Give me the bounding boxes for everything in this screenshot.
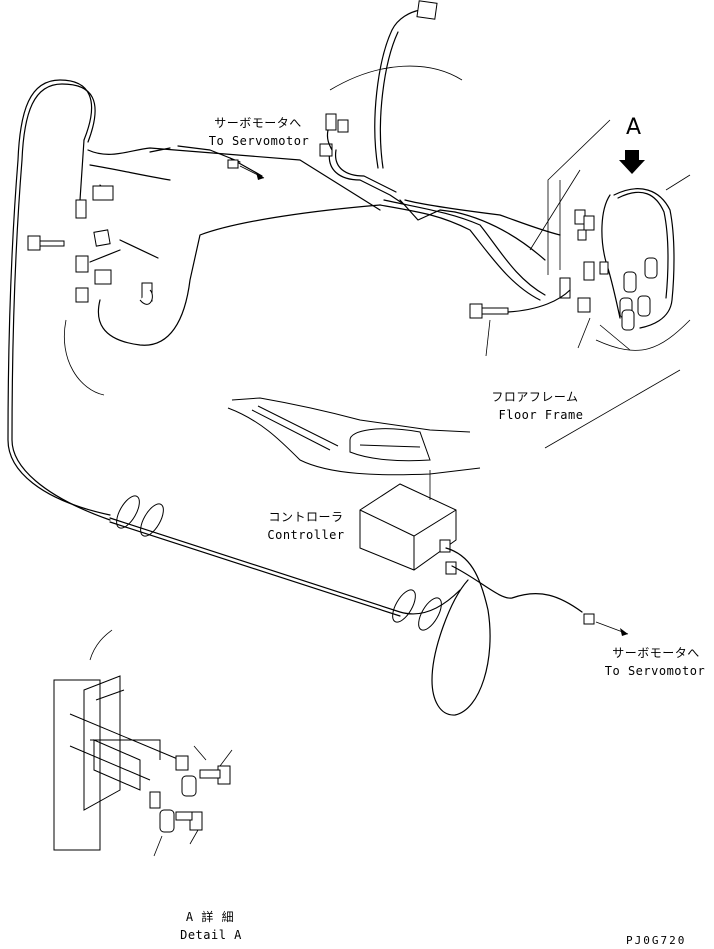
callout-a-arrow [619,150,645,174]
detail-a-title-jp: A 詳 細 [185,910,235,924]
left-bolts [27,235,153,305]
lower-harness [109,165,629,636]
detail-a-view [53,629,233,857]
floor-frame-label-en: Floor Frame [498,408,584,422]
left-bracket-cluster [64,164,381,396]
left-loop-harness [7,79,381,521]
floor-frame [227,369,681,476]
servo-top-label-en: To Servomotor [208,134,310,148]
detail-a-title-en: Detail A [180,928,242,942]
drawing-code: PJ0G720 [626,934,687,947]
callout-a-label: A [626,115,642,140]
main-harness-center [149,113,561,301]
upper-harness-branch [329,0,463,169]
floor-frame-label-jp: フロアフレーム [491,390,579,404]
right-cluster-a [469,119,691,357]
controller-box [359,470,583,716]
servo-right-label-jp: サーボモータへ [612,646,700,660]
servo-right-label-en: To Servomotor [604,664,706,678]
servo-top-label-jp: サーボモータへ [214,116,302,130]
controller-label-jp: コントローラ [268,510,344,524]
controller-label-en: Controller [267,528,345,542]
